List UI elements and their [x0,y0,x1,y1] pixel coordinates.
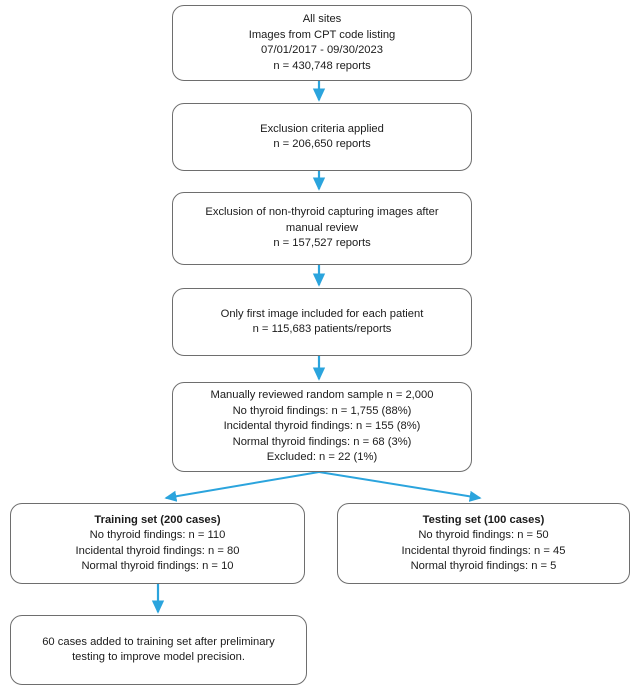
node-all-sites: All sites Images from CPT code listing 0… [172,5,472,81]
node-manual-sample-line-2: No thyroid findings: n = 1,755 (88%) [232,404,412,417]
node-manual-sample-line-5: Excluded: n = 22 (1%) [266,451,378,464]
node-non-thyroid-exclusion-line-3: n = 157,527 reports [273,237,371,250]
node-training-set-title: Training set (200 cases) [94,513,221,526]
node-all-sites-line-1: All sites [302,13,342,25]
node-training-set-line-2: No thyroid findings: n = 110 [89,529,226,541]
node-testing-set-title: Testing set (100 cases) [422,513,545,526]
node-manual-sample-line-4: Normal thyroid findings: n = 68 (3%) [232,435,412,448]
node-training-set-line-3: Incidental thyroid findings: n = 80 [75,544,240,557]
node-all-sites-line-3: 07/01/2017 - 09/30/2023 [261,44,383,56]
node-first-image-line-1: Only first image included for each patie… [220,307,424,320]
node-all-sites-line-4: n = 430,748 reports [273,59,371,72]
node-manual-sample: Manually reviewed random sample n = 2,00… [172,382,472,472]
node-non-thyroid-exclusion-line-2: manual review [285,221,359,234]
node-manual-sample-line-3: Incidental thyroid findings: n = 155 (8%… [223,420,421,433]
node-exclusion-criteria-line-2: n = 206,650 reports [273,138,371,150]
node-training-set-line-4: Normal thyroid findings: n = 10 [81,560,234,572]
node-manual-sample-line-1: Manually reviewed random sample n = 2,00… [210,389,434,402]
node-non-thyroid-exclusion-line-1: Exclusion of non-thyroid capturing image… [205,206,439,219]
node-first-image-line-2: n = 115,683 patients/reports [252,323,392,335]
node-first-image: Only first image included for each patie… [172,288,472,356]
node-exclusion-criteria: Exclusion criteria applied n = 206,650 r… [172,103,472,171]
node-cases-added-line-2: testing to improve model precision. [72,651,245,663]
node-exclusion-criteria-line-1: Exclusion criteria applied [260,122,384,135]
node-testing-set: Testing set (100 cases) No thyroid findi… [337,503,630,584]
node-training-set: Training set (200 cases) No thyroid find… [10,503,305,584]
edge-sample-to-training [164,471,320,502]
edge-sample-to-testing [318,471,482,502]
node-cases-added-line-1: 60 cases added to training set after pre… [42,635,275,648]
node-testing-set-line-4: Normal thyroid findings: n = 5 [410,560,557,572]
node-testing-set-line-3: Incidental thyroid findings: n = 45 [401,544,566,557]
node-testing-set-line-2: No thyroid findings: n = 50 [418,529,549,541]
node-non-thyroid-exclusion: Exclusion of non-thyroid capturing image… [172,192,472,265]
node-cases-added: 60 cases added to training set after pre… [10,615,307,685]
node-all-sites-line-2: Images from CPT code listing [248,28,396,41]
